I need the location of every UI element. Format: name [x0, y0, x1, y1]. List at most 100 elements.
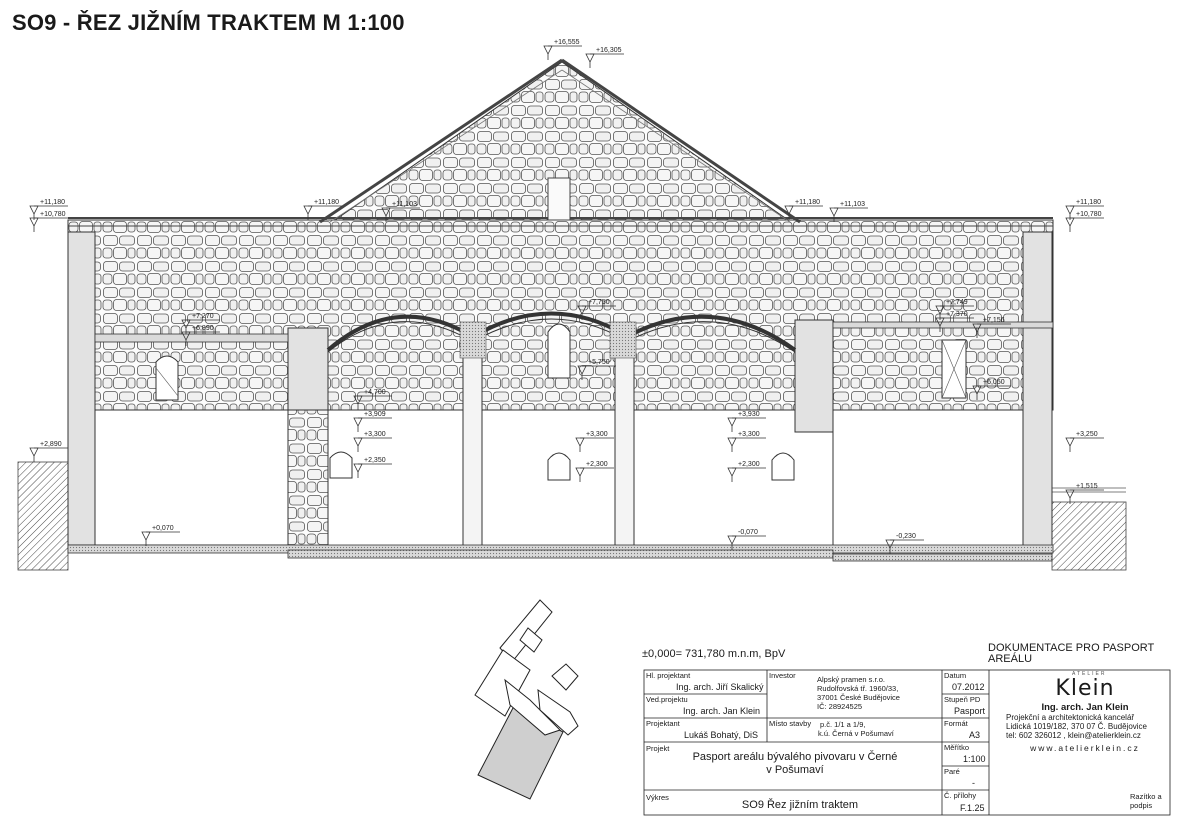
level-marker: +7,749	[935, 299, 974, 320]
level-label: +3,250	[1076, 431, 1098, 438]
level-marker: +5,750	[577, 359, 616, 380]
level-marker: +11,103	[381, 201, 420, 222]
investor-label: Investor	[769, 671, 796, 680]
stupen-pd-value: Pasport	[954, 706, 986, 716]
meritko-value: 1:100	[963, 754, 986, 764]
level-label: +11,180	[40, 199, 65, 206]
investor-line-1: Alpský pramen s.r.o.	[817, 675, 885, 684]
ved-projektu-label: Ved.projektu	[646, 695, 688, 704]
level-label: -0,230	[896, 533, 916, 540]
projektant-value: Lukáš Bohatý, DiS	[684, 730, 759, 740]
vykres-value: SO9 Řez jižním traktem	[741, 799, 859, 811]
projekt-line-2: v Pošumaví	[766, 764, 824, 776]
atelier-brand: ATELIER Klein Ing. arch. Jan Klein Proje…	[1000, 671, 1170, 753]
level-label: +11,180	[314, 199, 339, 206]
level-label: +7,750	[588, 299, 610, 306]
projekt-label: Projekt	[646, 744, 670, 753]
site-key-plan	[474, 599, 579, 800]
level-marker: +3,250	[1065, 431, 1104, 452]
meritko-label: Měřítko	[944, 743, 970, 752]
level-label: +7,156	[983, 317, 1005, 324]
level-label: +2,300	[738, 461, 760, 468]
level-label: +16,305	[596, 47, 622, 54]
level-label: +5,750	[588, 359, 610, 366]
level-marker: +2,300	[727, 461, 766, 482]
misto-stavby-line-2: k.ú. Černá v Pošumaví	[818, 729, 894, 738]
level-label: +3,300	[586, 431, 608, 438]
level-label: +3,909	[364, 411, 386, 418]
level-label: +10,780	[40, 211, 66, 218]
brand-name: Ing. arch. Jan Klein	[1041, 702, 1129, 713]
projektant-label: Projektant	[646, 719, 680, 728]
level-marker: +3,300	[575, 431, 614, 452]
priloha-value: F.1.25	[960, 803, 985, 813]
hl-projektant-value: Ing. arch. Jiří Skalický	[676, 682, 764, 692]
level-marker: +6,890	[181, 325, 220, 346]
level-marker: +3,909	[353, 411, 392, 432]
level-marker: +11,180	[303, 199, 342, 220]
level-label: +3,300	[738, 431, 760, 438]
investor-line-2: Rudolfovská tř. 1960/33,	[817, 684, 899, 693]
column-left	[287, 327, 329, 411]
level-marker: +7,270	[181, 313, 220, 334]
datum-reference: ±0,000= 731,780 m.n.m, BpV	[642, 648, 786, 660]
projekt-line-1: Pasport areálu bývalého pivovaru v Černé	[692, 751, 898, 763]
stupen-pd-label: Stupeň PD	[944, 695, 981, 704]
column-left-outer	[67, 231, 96, 546]
pillar-masonry	[287, 409, 329, 551]
pare-value: -	[972, 778, 975, 788]
level-markers: +16,555 +16,305 +11,180 +10,780 +11,180 +11,1…	[29, 39, 1104, 554]
level-label: +11,180	[795, 199, 820, 206]
datum-value: 07.2012	[952, 682, 985, 692]
level-label: +7,270	[192, 313, 214, 320]
brand-address-3: tel: 602 326012 , klein@atelierklein.cz	[1006, 731, 1141, 740]
format-value: A3	[969, 730, 981, 740]
datum-label: Datum	[944, 671, 967, 680]
level-marker: +7,370	[935, 311, 974, 332]
brand-address-1: Projekční a architektonická kancelář	[1006, 713, 1135, 722]
level-label: +16,555	[554, 39, 580, 46]
document-type: DOKUMENTACE PRO PASPORT AREÁLU	[988, 642, 1155, 665]
level-label: +11,103	[392, 201, 417, 208]
level-marker: +7,156	[972, 317, 1011, 338]
brand-logo: Klein	[1055, 676, 1115, 701]
level-label: +2,890	[40, 441, 62, 448]
level-marker: +0,070	[141, 525, 180, 546]
drawing-title: SO9 - ŘEZ JIŽNÍM TRAKTEM M 1:100	[12, 10, 405, 35]
level-marker: +3,300	[353, 431, 392, 452]
level-marker: -0,230	[885, 533, 924, 554]
level-label: -0,070	[738, 529, 758, 536]
level-marker: +3,300	[727, 431, 766, 452]
pare-label: Paré	[944, 767, 960, 776]
level-label: +2,350	[364, 457, 386, 464]
column-right-outer	[1022, 231, 1053, 548]
level-label: +11,103	[840, 201, 865, 208]
level-marker: +1,515	[1065, 483, 1104, 504]
level-marker: +11,180	[29, 199, 68, 220]
investor-line-4: IČ: 28924525	[817, 702, 863, 711]
level-label: +10,780	[1076, 211, 1102, 218]
level-marker: +10,780	[1065, 211, 1104, 232]
level-marker: +3,930	[727, 411, 766, 432]
razitko-label-2: podpis	[1130, 801, 1153, 810]
level-label: +3,300	[364, 431, 386, 438]
level-label: +6,050	[983, 379, 1005, 386]
level-label: +4,700	[364, 389, 386, 396]
brand-logo-small: ATELIER	[1072, 671, 1107, 677]
level-marker: +16,305	[585, 47, 624, 68]
lower-wall-right	[832, 409, 1024, 551]
level-marker: +2,350	[353, 457, 392, 478]
title-block-grid	[643, 669, 1171, 816]
ved-projektu-value: Ing. arch. Jan Klein	[683, 706, 761, 716]
vaults	[326, 311, 797, 353]
level-marker: -0,070	[727, 529, 766, 550]
level-marker: +2,890	[29, 441, 68, 462]
investor-line-3: 37001 České Budějovice	[817, 693, 900, 702]
misto-stavby-label: Místo stavby	[769, 719, 812, 728]
brand-address-2: Lidická 1019/182, 370 07 Č. Budějovice	[1006, 722, 1147, 731]
level-label: +11,180	[1076, 199, 1101, 206]
level-label: +7,370	[946, 311, 968, 318]
misto-stavby-line-1: p.č. 1/1 a 1/9,	[820, 720, 866, 729]
level-marker: +11,180	[784, 199, 823, 220]
